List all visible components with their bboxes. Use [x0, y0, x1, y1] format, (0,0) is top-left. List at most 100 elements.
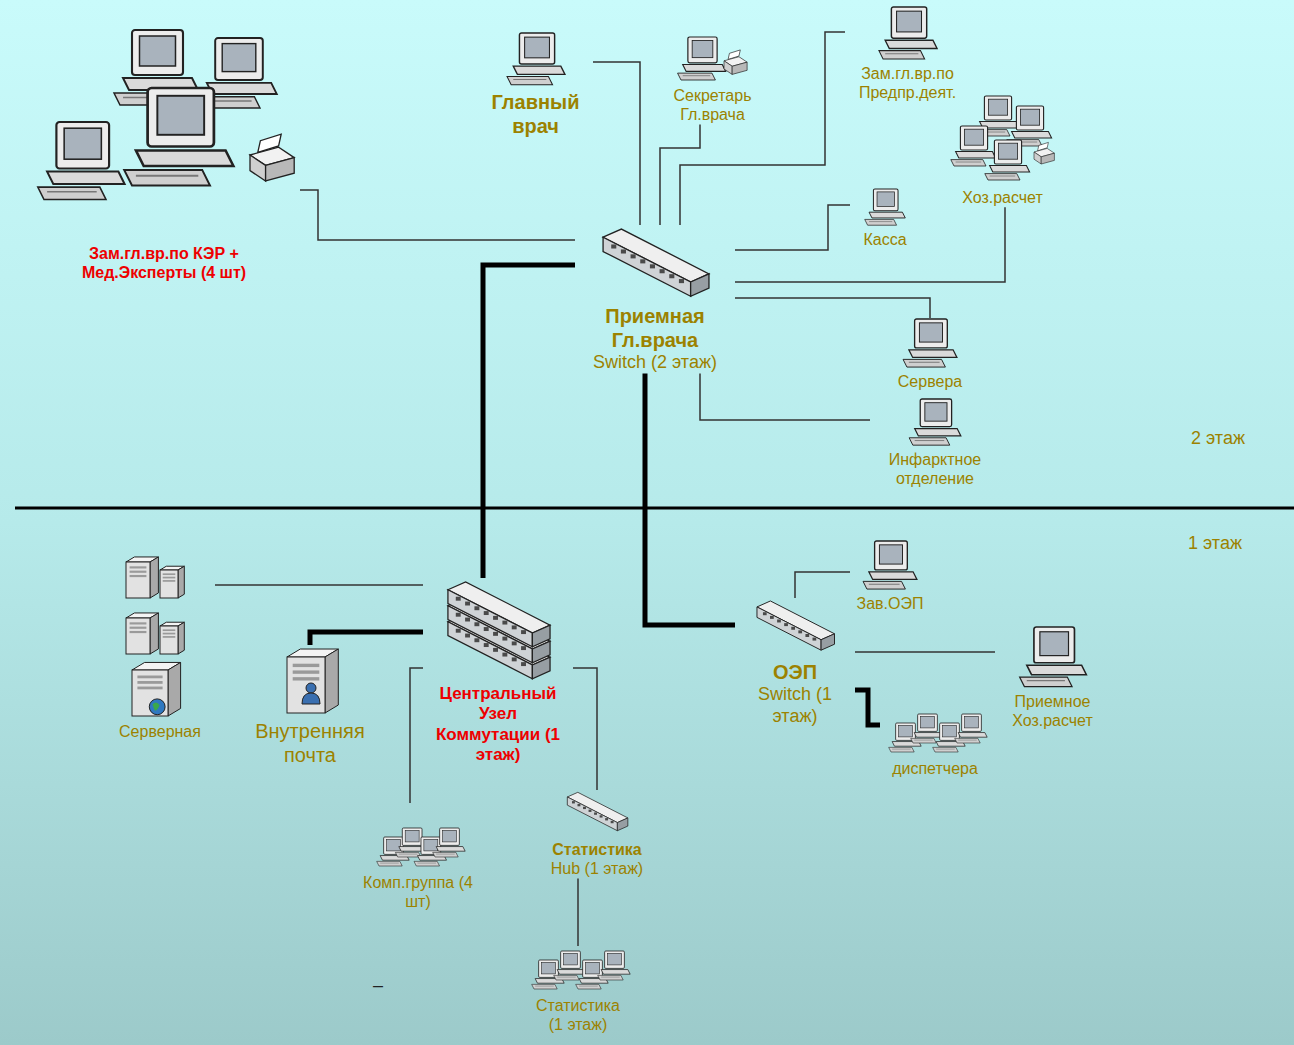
- switch-node: ОЭПSwitch (1 этаж): [735, 598, 855, 727]
- node-label: Секретарь Гл.врача: [658, 86, 768, 124]
- node-label: ОЭП: [773, 660, 817, 684]
- switch-node: Приемная Гл.врачаSwitch (2 этаж): [575, 225, 735, 374]
- computer-node: Главный врач: [478, 32, 593, 138]
- device-drawing: [676, 36, 750, 82]
- device-drawing: [1018, 626, 1088, 688]
- trunk-cable: [855, 690, 880, 725]
- node-label: Приемная Гл.врача: [580, 304, 730, 352]
- device-icon: [528, 946, 628, 992]
- node-label: Switch (2 этаж): [593, 352, 717, 374]
- device-drawing: [901, 318, 959, 368]
- node-label: Зам.гл.вр.по КЭР + Мед.Эксперты (4 шт): [77, 244, 252, 282]
- network-cable: [300, 190, 575, 240]
- device-drawing: [444, 578, 552, 680]
- workstation-group: Комп.группа (4 шт): [363, 803, 473, 911]
- node-label: Сервера: [898, 372, 962, 391]
- network-cable: [215, 584, 423, 586]
- device-icon: [1018, 626, 1088, 688]
- trunk-cable: [645, 374, 735, 625]
- trunk-cable: [310, 632, 423, 645]
- device-drawing: [118, 548, 203, 718]
- floor-label: –: [368, 975, 388, 997]
- network-cable: [795, 572, 850, 598]
- device-icon: [861, 540, 919, 590]
- computer-node: Сервера: [885, 318, 975, 391]
- computer-node: Секретарь Гл.врача: [655, 36, 770, 124]
- network-cable: [855, 651, 995, 653]
- node-label: Внутренняя почта: [240, 719, 380, 767]
- node-label: Зам.гл.вр.по Предпр.деят.: [848, 64, 968, 102]
- core-switch: Центральный Узел Коммутации (1 этаж): [423, 578, 573, 766]
- floor-line: [15, 507, 1294, 510]
- device-icon: [373, 803, 463, 869]
- device-icon: [118, 548, 203, 718]
- device-drawing: [864, 188, 906, 226]
- workstation-group: диспетчера: [880, 705, 990, 778]
- node-label: диспетчера: [892, 759, 978, 778]
- hub-node: СтатистикаHub (1 этаж): [542, 790, 652, 878]
- node-label: Приемное Хоз.расчет: [998, 692, 1108, 730]
- device-icon: [565, 790, 629, 836]
- device-drawing: [599, 225, 711, 300]
- node-label: Статистика (1 этаж): [528, 996, 628, 1034]
- device-drawing: [28, 30, 300, 240]
- device-drawing: [885, 705, 985, 755]
- device-icon: [28, 30, 300, 240]
- device-icon: [877, 6, 939, 60]
- trunk-cable: [483, 265, 575, 578]
- device-drawing: [906, 398, 964, 446]
- computer-node: Касса: [850, 188, 920, 249]
- workstation-group: Статистика (1 этаж): [523, 946, 633, 1034]
- device-drawing: [948, 96, 1058, 184]
- device-icon: [864, 188, 906, 226]
- device-icon: [906, 398, 964, 446]
- network-cable: [593, 62, 640, 225]
- node-label: Hub (1 этаж): [551, 859, 643, 878]
- node-label: Главный врач: [486, 90, 586, 138]
- computer-node: Инфарктное отделение: [870, 398, 1000, 488]
- workstation-group: Хоз.расчет: [945, 96, 1060, 207]
- device-drawing: [861, 540, 919, 590]
- network-cable: [680, 32, 845, 225]
- device-drawing: [373, 803, 463, 869]
- computer-node: Зам.гл.вр.по Предпр.деят.: [845, 6, 970, 102]
- device-drawing: [877, 6, 939, 60]
- computer-node: Зав.ОЭП: [850, 540, 930, 613]
- device-drawing: [528, 946, 628, 992]
- network-cable: [735, 205, 850, 250]
- device-drawing: [754, 598, 836, 656]
- mail-server: Внутренняя почта: [240, 645, 380, 767]
- device-icon: [444, 578, 552, 680]
- node-label: Центральный Узел Коммутации (1 этаж): [426, 684, 571, 766]
- device-icon: [599, 225, 711, 300]
- device-icon: [754, 598, 836, 656]
- node-label: Комп.группа (4 шт): [363, 873, 473, 911]
- device-icon: [948, 96, 1058, 184]
- device-drawing: [281, 645, 339, 715]
- node-label: Инфарктное отделение: [875, 450, 995, 488]
- computer-node: Приемное Хоз.расчет: [995, 626, 1110, 730]
- node-label: Switch (1 этаж): [735, 684, 855, 727]
- device-icon: [676, 36, 750, 82]
- node-label: Статистика: [552, 840, 641, 859]
- node-label: Зав.ОЭП: [857, 594, 924, 613]
- network-cable: [577, 878, 579, 946]
- node-label: Серверная: [119, 722, 201, 741]
- device-icon: [901, 318, 959, 368]
- node-label: Касса: [863, 230, 906, 249]
- network-cable: [700, 374, 870, 420]
- network-cable: [735, 207, 1005, 282]
- device-icon: [281, 645, 339, 715]
- floor-label: 2 этаж: [1188, 428, 1248, 450]
- device-icon: [506, 32, 566, 86]
- device-drawing: [506, 32, 566, 86]
- workstation-group: Зам.гл.вр.по КЭР + Мед.Эксперты (4 шт): [28, 30, 300, 282]
- network-cable: [735, 298, 930, 318]
- floor-label: 1 этаж: [1180, 533, 1250, 555]
- node-label: Хоз.расчет: [962, 188, 1043, 207]
- network-cable: [573, 668, 597, 790]
- device-icon: [885, 705, 985, 755]
- device-drawing: [565, 790, 629, 836]
- network-cable: [410, 668, 423, 803]
